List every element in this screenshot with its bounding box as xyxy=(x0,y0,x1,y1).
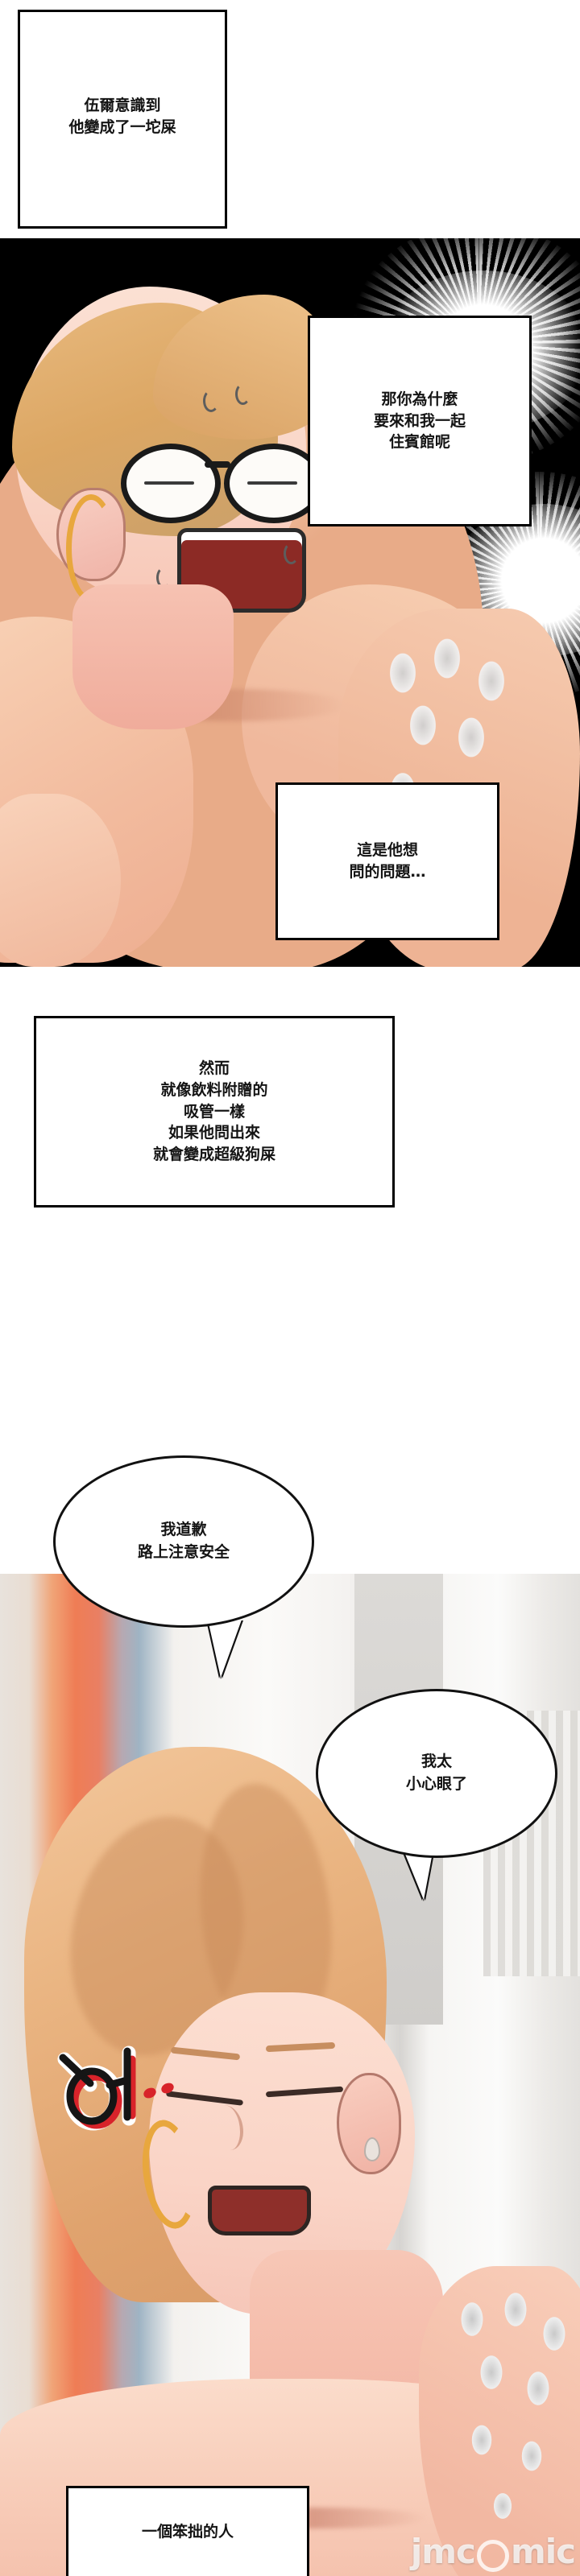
caption-box-dialogue-hotel-question: 那你為什麼 要來和我一起 住賓館呢 xyxy=(308,316,532,526)
character-neck xyxy=(72,584,234,729)
caption-box-narration-4: 一個笨拙的人 xyxy=(66,2486,309,2576)
speech-bubble-petty: 我太 小心眼了 xyxy=(316,1689,557,1858)
caption-box-narration-2: 這是他想 問的問題… xyxy=(276,782,499,940)
speech-bubble-tail-1 xyxy=(208,1620,242,1678)
watermark-middle: c xyxy=(456,2532,476,2571)
glasses-icon xyxy=(121,444,324,523)
caption-box-narration-3: 然而 就像飲料附贈的 吸管一樣 如果他問出來 就會變成超級狗屎 xyxy=(34,1016,395,1208)
dragon-tattoo-2 xyxy=(435,2282,580,2548)
closed-eye-right xyxy=(247,481,297,485)
closed-eye-left xyxy=(144,481,194,485)
watermark-dot-icon xyxy=(476,2539,509,2572)
glasses-lens-right xyxy=(224,444,324,523)
speech-bubble-apology: 我道歉 路上注意安全 xyxy=(53,1455,314,1628)
sweat-drop xyxy=(284,543,299,564)
watermark-left: jm xyxy=(410,2532,457,2571)
character-nose xyxy=(211,2105,243,2150)
sweat-drop-2 xyxy=(364,2137,380,2161)
caption-box-narration-1: 伍爾意識到 他變成了一坨屎 xyxy=(18,10,227,229)
sweat-drop xyxy=(235,383,251,405)
sweat-drop xyxy=(203,390,219,412)
character-head xyxy=(12,287,338,613)
glasses-bridge xyxy=(205,461,230,468)
glasses-lens-left xyxy=(121,444,221,523)
sound-effect-ah xyxy=(42,2035,195,2148)
watermark-right: mic xyxy=(510,2532,576,2571)
character-hand xyxy=(0,794,121,967)
character-mouth-2 xyxy=(208,2186,311,2235)
